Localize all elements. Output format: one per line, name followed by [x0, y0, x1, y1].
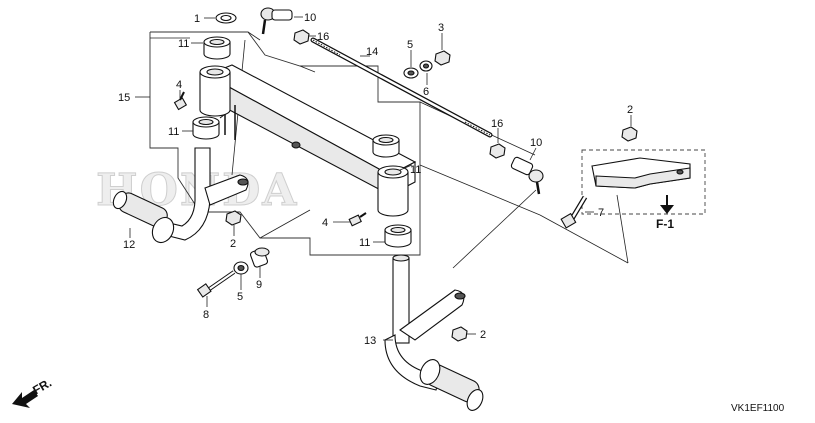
- callout-2-upper: 2: [627, 104, 633, 116]
- nut-16-left: [293, 29, 310, 45]
- washer-1: [215, 12, 237, 24]
- callout-11-lower-left: 11: [168, 126, 179, 138]
- nut-2-left: [225, 210, 242, 226]
- right-spindle: [384, 254, 484, 411]
- tie-rod-end-left: [260, 7, 293, 35]
- callout-12: 12: [123, 239, 135, 251]
- callout-6: 6: [423, 86, 429, 98]
- bushing-lower-left: [192, 116, 220, 140]
- front-direction-arrow: [12, 390, 38, 408]
- washer-5-upper: [403, 67, 419, 79]
- callout-16-left: 16: [317, 31, 329, 43]
- washer-5-lower: [233, 261, 249, 275]
- nut-2-upper: [621, 126, 638, 142]
- left-kingpin-boss: [199, 65, 231, 117]
- nut-3: [434, 50, 451, 66]
- diagram-code: VK1EF1100: [731, 403, 785, 414]
- right-kingpin-boss: [377, 165, 409, 217]
- callout-15: 15: [118, 92, 130, 104]
- callout-2-right: 2: [480, 329, 486, 341]
- f1-reference-label: F-1: [656, 217, 674, 231]
- bushing-upper-left: [203, 36, 231, 60]
- f1-reference-box: [581, 149, 706, 215]
- collar-9: [249, 247, 270, 268]
- f1-arrow: [660, 195, 674, 214]
- tie-rod: [310, 37, 493, 138]
- callout-2-left: 2: [230, 238, 236, 250]
- callout-3: 3: [438, 22, 444, 34]
- nut-2-right: [451, 326, 468, 342]
- bushing-lower-right: [384, 224, 412, 248]
- callout-4-right: 4: [322, 217, 328, 229]
- callout-9: 9: [256, 279, 262, 291]
- nut-6: [419, 60, 433, 72]
- callout-11-lower-right: 11: [359, 237, 370, 249]
- nut-16-right: [489, 143, 506, 159]
- callout-10-right: 10: [530, 137, 542, 149]
- callout-5-lower: 5: [237, 291, 243, 303]
- callout-4-left: 4: [176, 79, 182, 91]
- assembly-group-outline: [149, 31, 421, 256]
- f1-bracket: [591, 157, 691, 189]
- callout-14: 14: [366, 46, 378, 58]
- bolt-7: [560, 195, 588, 229]
- bushing-upper-right: [372, 134, 400, 158]
- callout-leaders: [129, 16, 632, 341]
- callout-16-right: 16: [491, 118, 503, 130]
- bolt-8: [196, 270, 236, 298]
- left-spindle: [112, 147, 249, 244]
- tie-rod-end-right: [510, 156, 544, 195]
- grease-fitting-right: [348, 212, 367, 227]
- grease-fitting-left: [173, 91, 188, 111]
- callout-7: 7: [598, 207, 604, 219]
- callout-8: 8: [203, 309, 209, 321]
- callout-10-left: 10: [304, 12, 316, 24]
- callout-5-upper: 5: [407, 39, 413, 51]
- callout-11-upper-left: 11: [178, 38, 189, 50]
- callout-13: 13: [364, 335, 376, 347]
- callout-11-upper-right: 11: [410, 164, 421, 176]
- callout-1: 1: [194, 13, 200, 25]
